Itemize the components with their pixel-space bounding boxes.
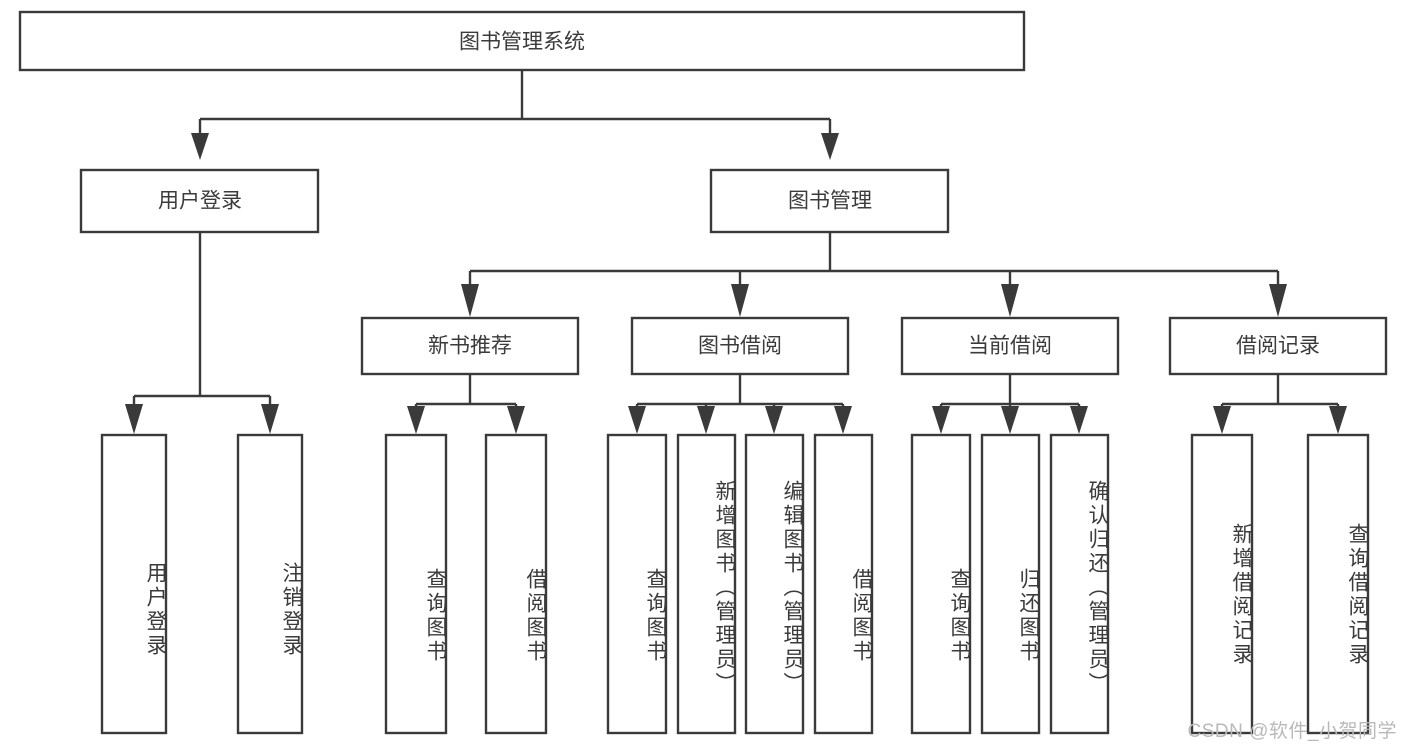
leaf-box-logout[interactable] [236,433,304,735]
connector-group-root [191,70,839,160]
node-user-login-box[interactable] [79,168,320,234]
leaf-box-add-record[interactable] [1190,433,1254,735]
connector-group-new-book-rec [407,374,525,434]
node-book-borrow[interactable]: 图书借阅 [630,316,850,376]
node-new-book-rec[interactable]: 新书推荐 [360,316,580,376]
arrow-head-leaf-edit-book [765,406,783,434]
leaf-box-borrow-book-b[interactable] [813,433,874,735]
leaf-box-query-book-b[interactable] [606,433,668,735]
leaf-box-edit-book[interactable] [744,433,805,735]
connector-group-book-borrow [628,374,852,434]
node-current-borrow[interactable]: 当前借阅 [900,316,1120,376]
node-current-borrow-label: 当前借阅 [968,335,1052,358]
node-current-borrow-box[interactable] [900,316,1120,376]
arrow-head-leaf-query-book-b [628,406,646,434]
arrow-head-leaf-return-book [1001,406,1019,434]
arrow-head-leaf-logout [261,404,279,434]
arrow-head-book-mgmt [821,133,839,160]
node-root-box[interactable] [18,10,1026,72]
arrow-head-leaf-query-book-c [932,406,950,434]
arrow-head-leaf-borrow-book-a [507,406,525,434]
arrow-head-borrow-record [1269,284,1287,317]
arrow-head-leaf-user-login [125,404,143,434]
connector-group-borrow-record [1213,374,1347,434]
arrow-head-leaf-query-book-a [407,406,425,434]
leaf-box-confirm-return[interactable] [1049,433,1110,735]
leaf-box-return-book[interactable] [980,433,1041,735]
node-book-borrow-label: 图书借阅 [698,335,782,358]
connector-group-user-login [125,232,279,434]
node-new-book-rec-box[interactable] [360,316,580,376]
connector-group-current-borrow [932,374,1088,434]
leaf-box-add-book[interactable] [676,433,737,735]
node-new-book-rec-label: 新书推荐 [428,335,512,358]
node-root-label: 图书管理系统 [459,31,585,54]
node-user-login[interactable]: 用户登录 [79,168,320,234]
arrow-head-leaf-query-record [1329,406,1347,434]
arrow-head-leaf-confirm-return [1070,406,1088,434]
arrow-head-leaf-borrow-book-b [834,406,852,434]
leaf-box-user-login[interactable] [100,433,168,735]
node-borrow-record[interactable]: 借阅记录 [1168,316,1388,376]
csdn-watermark: CSDN @软件_小贺同学 [1187,721,1397,742]
arrow-head-new-book-rec [461,284,479,317]
arrow-head-current-borrow [1001,284,1019,317]
node-book-mgmt-label: 图书管理 [788,190,872,213]
connector-group-book-mgmt [461,232,1287,317]
arrow-head-book-borrow [731,284,749,317]
leaf-boxes [100,433,1370,735]
node-borrow-record-label: 借阅记录 [1236,335,1320,358]
node-book-mgmt-box[interactable] [709,168,950,234]
arrow-head-leaf-add-book [697,406,715,434]
leaf-box-query-record[interactable] [1306,433,1370,735]
arrow-head-leaf-add-record [1213,406,1231,434]
node-book-mgmt[interactable]: 图书管理 [709,168,950,234]
node-book-borrow-box[interactable] [630,316,850,376]
node-borrow-record-box[interactable] [1168,316,1388,376]
node-user-login-label: 用户登录 [158,190,242,213]
leaf-box-query-book-a[interactable] [384,433,448,735]
arrow-head-user-login [191,133,209,160]
leaf-box-borrow-book-a[interactable] [484,433,548,735]
node-root[interactable]: 图书管理系统 [18,10,1026,72]
leaf-box-query-book-c[interactable] [910,433,972,735]
